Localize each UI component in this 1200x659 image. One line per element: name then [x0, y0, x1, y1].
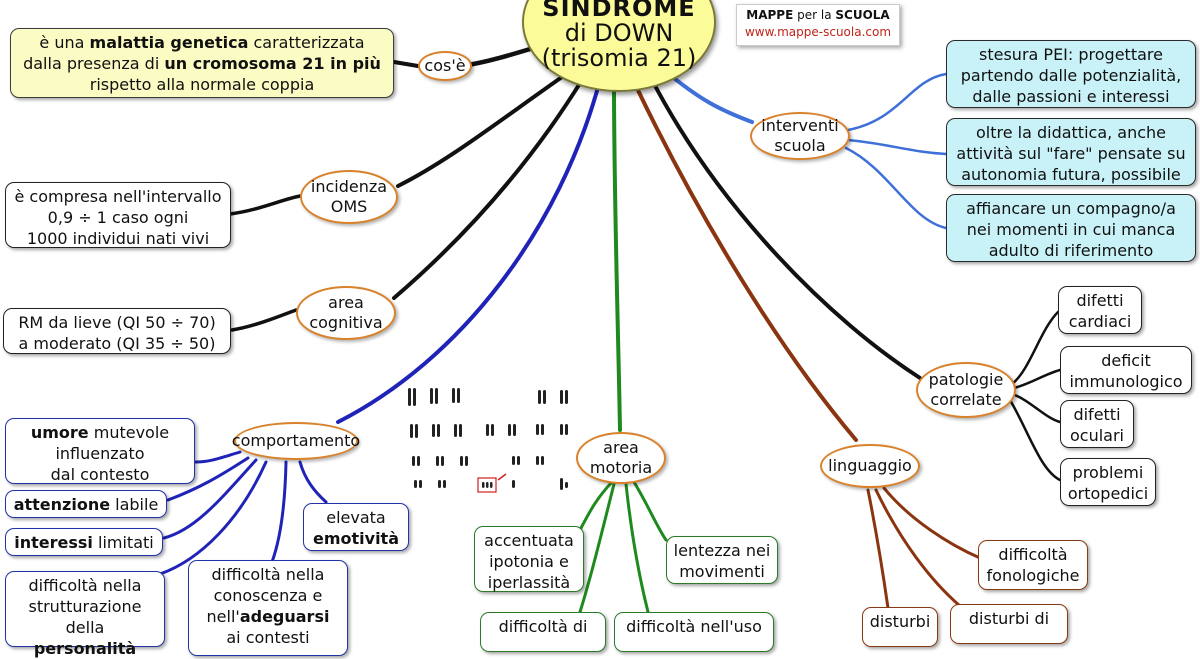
brand-logo[interactable]: MAPPE per la SCUOLA www.mappe-scuola.com	[736, 4, 900, 46]
cardiaci-box: difetti cardiaci	[1058, 286, 1142, 334]
link-int-pei	[846, 72, 948, 132]
karyotype-image	[408, 388, 568, 493]
link-cose-def	[392, 60, 420, 68]
link-mot-diff-uso	[624, 482, 650, 614]
link-comp-conoscenza	[270, 460, 288, 564]
link-mot-ipotonia	[578, 480, 614, 532]
link-int-compagno	[844, 146, 948, 230]
link-comp-emotivita	[298, 460, 328, 504]
oculari-box: difetti oculari	[1060, 400, 1134, 448]
link-incidenza	[396, 68, 574, 188]
link-patologie	[650, 78, 922, 380]
immunologico-box: deficit immunologico	[1060, 346, 1192, 394]
link-int-didattica	[846, 138, 948, 156]
pei-box: stesura PEI: progettare partendo dalle p…	[946, 40, 1196, 108]
brand-url[interactable]: www.mappe-scuola.com	[744, 25, 892, 39]
emotivita-box: elevata emotività	[303, 503, 409, 551]
incidenza-text-box: è compresa nell'intervallo 0,9 ÷ 1 caso …	[5, 182, 231, 248]
link-cognitiva	[392, 78, 584, 300]
central-title-line3: (trisomia 21)	[541, 44, 697, 72]
central-title-line2: di DOWN	[564, 19, 674, 47]
disturbi-box: disturbi	[862, 607, 938, 647]
link-pat-oculari	[1010, 392, 1062, 424]
connector-lines	[158, 37, 1062, 614]
branch-cose[interactable]: cos'è	[418, 51, 472, 81]
ortopedici-box: problemi ortopedici	[1060, 458, 1156, 506]
link-motoria	[612, 80, 622, 432]
link-ling-fonologiche	[882, 486, 982, 560]
link-comp-umore	[194, 450, 242, 464]
lentezza-box: lentezza nei movimenti	[666, 536, 778, 584]
link-comp-personalita	[158, 460, 268, 576]
cognitiva-text-box: RM da lieve (QI 50 ÷ 70) a moderato (QI …	[3, 308, 231, 354]
link-mot-diff-di	[578, 482, 616, 614]
fonologiche-box: difficoltà fonologiche	[978, 540, 1088, 590]
link-pat-cardiaci	[1010, 310, 1060, 386]
link-comportamento	[336, 78, 602, 424]
link-cognitiva-text	[230, 308, 298, 332]
attenzione-box: attenzione labile	[5, 490, 167, 518]
compagno-box: affiancare un compagno/a nei momenti in …	[946, 194, 1196, 262]
definition-box: è una malattia genetica caratterizzata d…	[10, 28, 394, 98]
personalita-box: difficoltà nella strutturazione della pe…	[5, 571, 165, 658]
link-linguaggio	[632, 80, 858, 442]
disturbi-di-box: disturbi di	[950, 604, 1068, 644]
conoscenza-box: difficoltà nella conoscenza e nell'adegu…	[188, 560, 348, 656]
difficolta-di-box: difficoltà di	[480, 612, 606, 652]
branch-linguaggio[interactable]: linguaggio	[820, 444, 920, 488]
didattica-box: oltre la didattica, anche attività sul "…	[946, 118, 1196, 186]
branch-comportamento[interactable]: comportamento	[232, 422, 360, 460]
central-title-line1: SINDROME	[542, 0, 696, 22]
brand-name: MAPPE per la SCUOLA	[746, 8, 890, 22]
link-mot-lentezza	[632, 480, 668, 542]
difficolta-uso-box: difficoltà nell'uso	[614, 612, 774, 652]
link-incidenza-text	[228, 194, 302, 216]
central-topic[interactable]: SINDROME di DOWN (trisomia 21)	[522, 0, 716, 92]
link-comp-attenzione	[166, 456, 250, 502]
link-pat-immuno	[1012, 368, 1062, 390]
link-comp-interessi	[162, 458, 258, 540]
link-ling-disturbi	[866, 488, 890, 610]
umore-box: umore mutevole influenzato dal contesto	[5, 418, 195, 484]
interessi-box: interessi limitati	[5, 528, 163, 556]
link-pat-ortopedici	[1008, 398, 1062, 482]
ipotonia-box: accentuata ipotonia e iperlassità	[474, 526, 584, 592]
link-ling-disturbi-di	[874, 488, 962, 608]
